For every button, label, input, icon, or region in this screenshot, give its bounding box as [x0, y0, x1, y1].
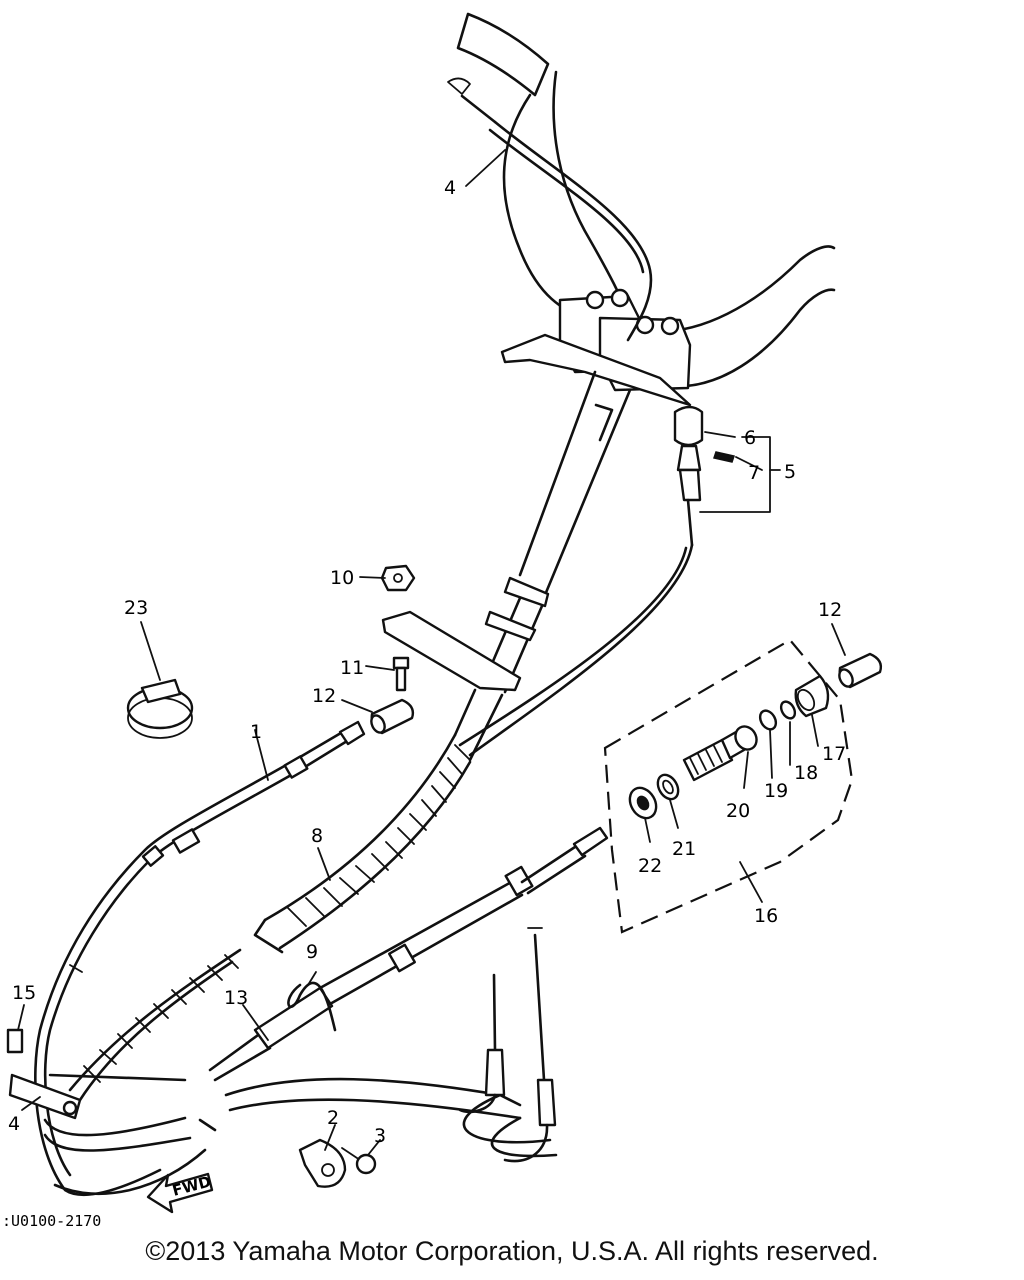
- leader-lines: [17, 149, 846, 1156]
- callout-12-right: 12: [818, 599, 842, 621]
- screw-3: [341, 1147, 377, 1175]
- protector-tube: [68, 733, 472, 1102]
- callout-2: 2: [327, 1107, 339, 1129]
- callout-21: 21: [672, 838, 696, 860]
- band-clamp-23: [126, 678, 194, 739]
- fitting-group-16: [603, 638, 854, 934]
- callout-numbers: 4 6 7 5 10 23 12 11 12 1 17 18 19 20 8 2…: [8, 177, 846, 1147]
- callout-4-lower: 4: [8, 1113, 20, 1135]
- callout-18: 18: [794, 762, 818, 784]
- bolt-11: [392, 656, 410, 692]
- throttle-cable-upper: [447, 77, 653, 342]
- callout-20: 20: [726, 800, 750, 822]
- callout-4-upper: 4: [444, 177, 456, 199]
- callout-6: 6: [744, 427, 756, 449]
- callout-17: 17: [822, 743, 846, 765]
- copyright-notice: ©2013 Yamaha Motor Corporation, U.S.A. A…: [145, 1236, 879, 1266]
- callout-7: 7: [748, 462, 760, 484]
- callout-11: 11: [340, 657, 364, 679]
- nut-10: [380, 564, 416, 592]
- fwd-arrow: FWD: [146, 1172, 214, 1214]
- callout-19: 19: [764, 780, 788, 802]
- callout-1: 1: [250, 721, 262, 743]
- callout-23: 23: [124, 597, 148, 619]
- steering-column: [381, 370, 632, 762]
- handlebar: [456, 12, 836, 407]
- drawing-code: :U0100-2170: [2, 1212, 101, 1230]
- callout-13: 13: [224, 987, 248, 1009]
- callout-10: 10: [330, 567, 354, 589]
- callout-15: 15: [12, 982, 36, 1004]
- callout-16: 16: [754, 905, 778, 927]
- lower-cables: [43, 826, 609, 1196]
- callout-3: 3: [374, 1125, 386, 1147]
- callout-22: 22: [638, 855, 662, 877]
- clip-4-lower: [8, 1073, 82, 1120]
- grommet-12-left: [370, 698, 415, 735]
- callout-8: 8: [311, 825, 323, 847]
- clip-15: [6, 1028, 24, 1054]
- inner-wire-cables: [458, 927, 557, 1163]
- callout-12-left: 12: [312, 685, 336, 707]
- callout-9: 9: [306, 941, 318, 963]
- clamp-2: [298, 1138, 347, 1188]
- cable-5-6-7: [458, 405, 735, 757]
- callout-5: 5: [784, 461, 796, 483]
- grommet-12-right: [838, 652, 883, 689]
